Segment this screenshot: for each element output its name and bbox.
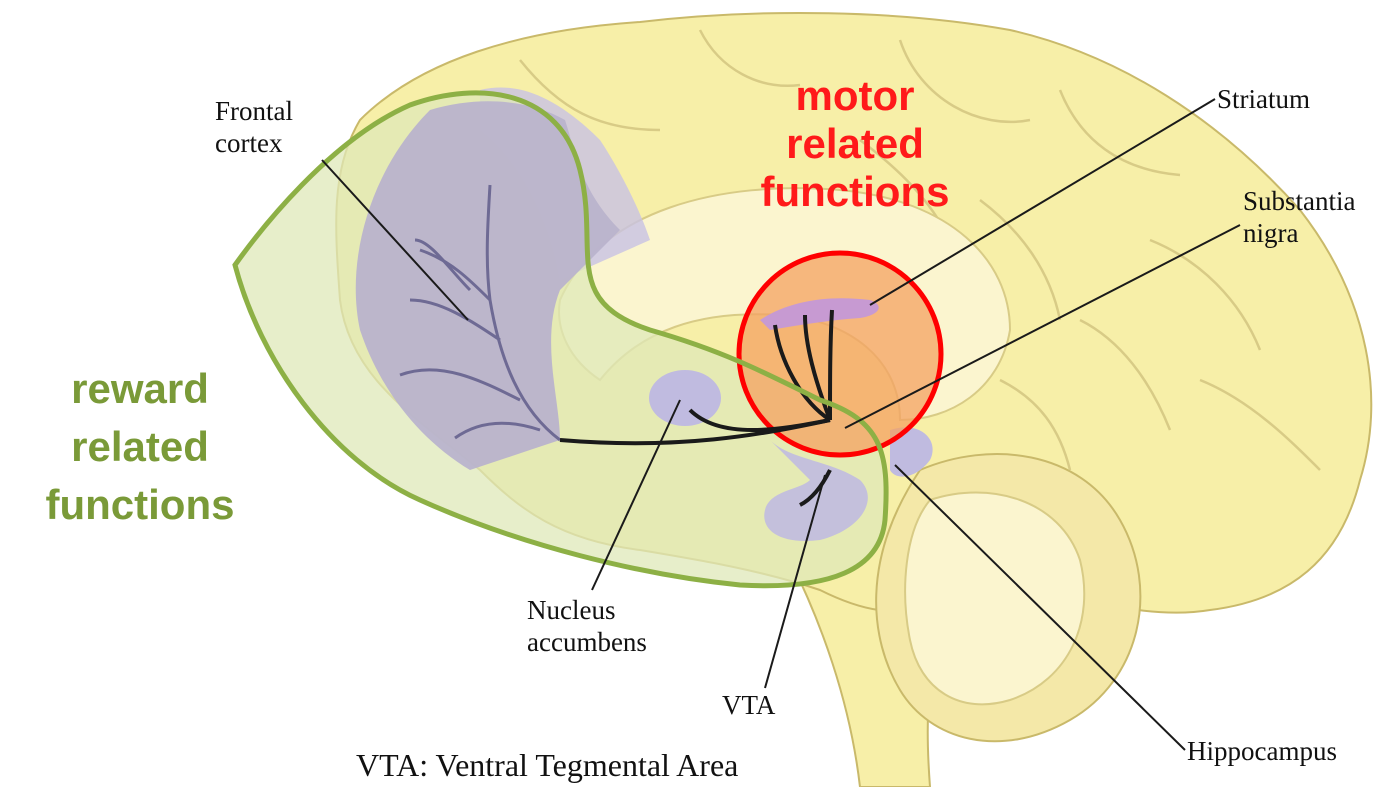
motor-circle — [739, 253, 941, 455]
striatum-label: Striatum — [1217, 83, 1310, 115]
nucleus-accumbens-shape — [649, 370, 721, 426]
frontal-cortex-label: Frontal cortex — [215, 95, 293, 159]
reward-callout: reward related functions — [10, 360, 270, 534]
nucleus-accumbens-label: Nucleus accumbens — [527, 594, 647, 658]
hippocampus-label: Hippocampus — [1187, 735, 1337, 767]
motor-callout: motor related functions — [740, 72, 970, 216]
caption: VTA: Ventral Tegmental Area — [356, 747, 738, 784]
substantia-nigra-label: Substantia nigra — [1243, 185, 1356, 249]
vta-label: VTA — [722, 689, 775, 721]
